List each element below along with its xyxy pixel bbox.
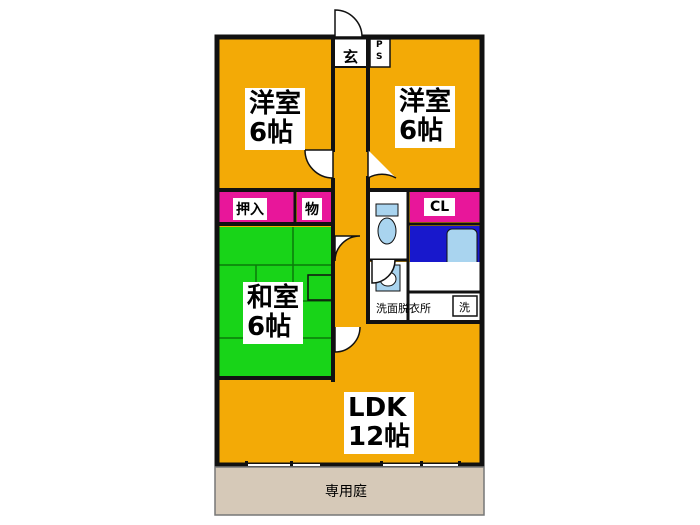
japanese-room-label: 和室 6帖 <box>243 282 304 344</box>
cl-label: CL <box>424 198 456 216</box>
entrance-label: 玄 <box>343 48 359 66</box>
western-room-right-size: 6帖 <box>399 116 444 146</box>
ps-label-bottom: S <box>376 52 383 62</box>
oshiire-label: 押入 <box>233 198 267 220</box>
ldk-name: LDK <box>348 393 407 423</box>
ldk-size: 12帖 <box>348 422 411 452</box>
corridor-area <box>335 67 367 327</box>
washer-label: 洗 <box>459 301 470 314</box>
western-room-right-label: 洋室 6帖 <box>395 86 456 148</box>
ps-label-top: P <box>376 40 383 50</box>
entrance-area <box>335 39 367 67</box>
garden-area <box>214 466 485 516</box>
japanese-room-size: 6帖 <box>247 312 292 342</box>
window-marks <box>245 461 461 469</box>
washer-box <box>452 295 478 317</box>
washroom-label: 洗面脱衣所 <box>376 302 431 315</box>
western-room-left-name: 洋室 <box>249 89 302 119</box>
toilet-bowl <box>377 217 397 245</box>
ldk-label: LDK 12帖 <box>344 392 415 454</box>
toilet-tank <box>375 203 399 217</box>
western-room-right-name: 洋室 <box>399 87 452 117</box>
door-swings <box>304 9 397 353</box>
mono-label: 物 <box>302 198 322 220</box>
western-room-left-label: 洋室 6帖 <box>245 88 306 150</box>
japanese-room-name: 和室 <box>247 283 300 313</box>
garden-label: 専用庭 <box>325 484 367 500</box>
western-room-left-size: 6帖 <box>249 118 294 148</box>
